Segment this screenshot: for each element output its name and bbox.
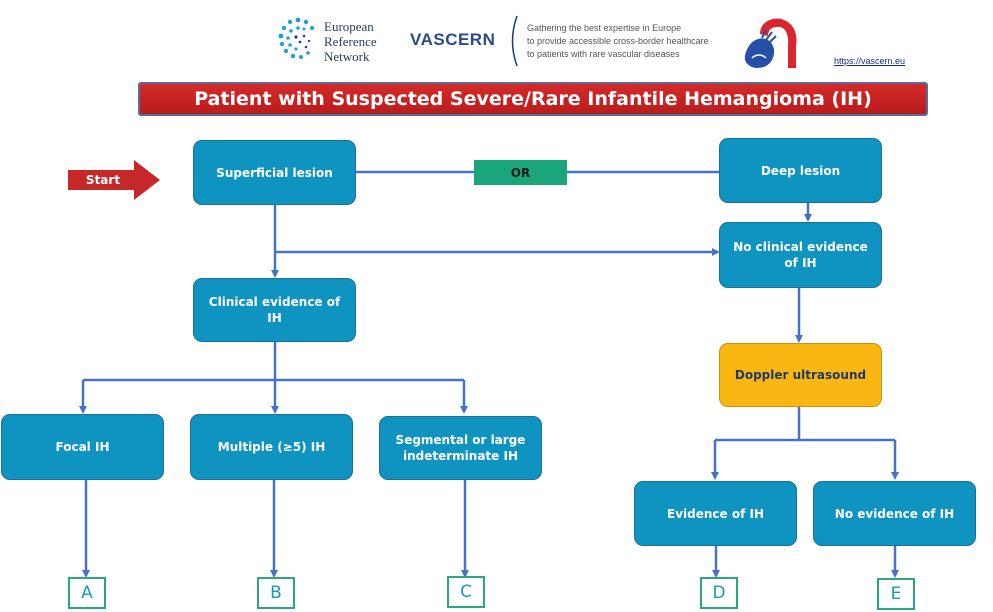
outcome-c: C bbox=[447, 576, 485, 608]
outcome-d: D bbox=[700, 577, 738, 609]
start-arrow-icon bbox=[68, 160, 160, 200]
node-segmental-ih: Segmental or large indeterminate IH bbox=[379, 416, 542, 480]
node-no-clinical-evidence: No clinical evidence of IH bbox=[719, 222, 882, 288]
node-deep-lesion: Deep lesion bbox=[719, 138, 882, 203]
outcome-e: E bbox=[877, 578, 915, 610]
ern-line-2: Reference bbox=[324, 34, 377, 49]
node-doppler-ultrasound: Doppler ultrasound bbox=[719, 343, 882, 407]
vascern-heart-logo-icon bbox=[744, 18, 797, 68]
page-title: Patient with Suspected Severe/Rare Infan… bbox=[138, 82, 928, 116]
tagline-line-1: Gathering the best expertise in Europe bbox=[527, 23, 682, 33]
node-focal-ih: Focal IH bbox=[1, 414, 164, 480]
node-evidence-of-ih: Evidence of IH bbox=[634, 481, 797, 546]
bracket-divider bbox=[511, 15, 518, 67]
node-multiple-ih: Multiple (≥5) IH bbox=[190, 414, 353, 480]
or-label: OR bbox=[474, 160, 567, 185]
outcome-b: B bbox=[257, 577, 295, 609]
ern-line-3: Network bbox=[324, 49, 370, 64]
tagline-line-2: to provide accessible cross-border healt… bbox=[527, 36, 709, 46]
tagline-line-3: to patients with rare vascular diseases bbox=[527, 49, 680, 59]
start-label: Start bbox=[85, 173, 121, 187]
outcome-a: A bbox=[68, 577, 106, 609]
vascern-url-link[interactable]: https://vascern.eu bbox=[834, 56, 906, 66]
vascern-tagline: Gathering the best expertise in Europe t… bbox=[527, 22, 709, 61]
node-clinical-evidence: Clinical evidence of IH bbox=[193, 278, 356, 342]
node-superficial-lesion: Superficial lesion bbox=[193, 140, 356, 205]
ern-wordmark: European Reference Network bbox=[324, 19, 377, 64]
ern-line-1: European bbox=[324, 19, 374, 34]
ern-logo-icon bbox=[278, 17, 314, 59]
vascern-wordmark: VASCERN bbox=[410, 30, 496, 49]
node-no-evidence-of-ih: No evidence of IH bbox=[813, 481, 976, 546]
